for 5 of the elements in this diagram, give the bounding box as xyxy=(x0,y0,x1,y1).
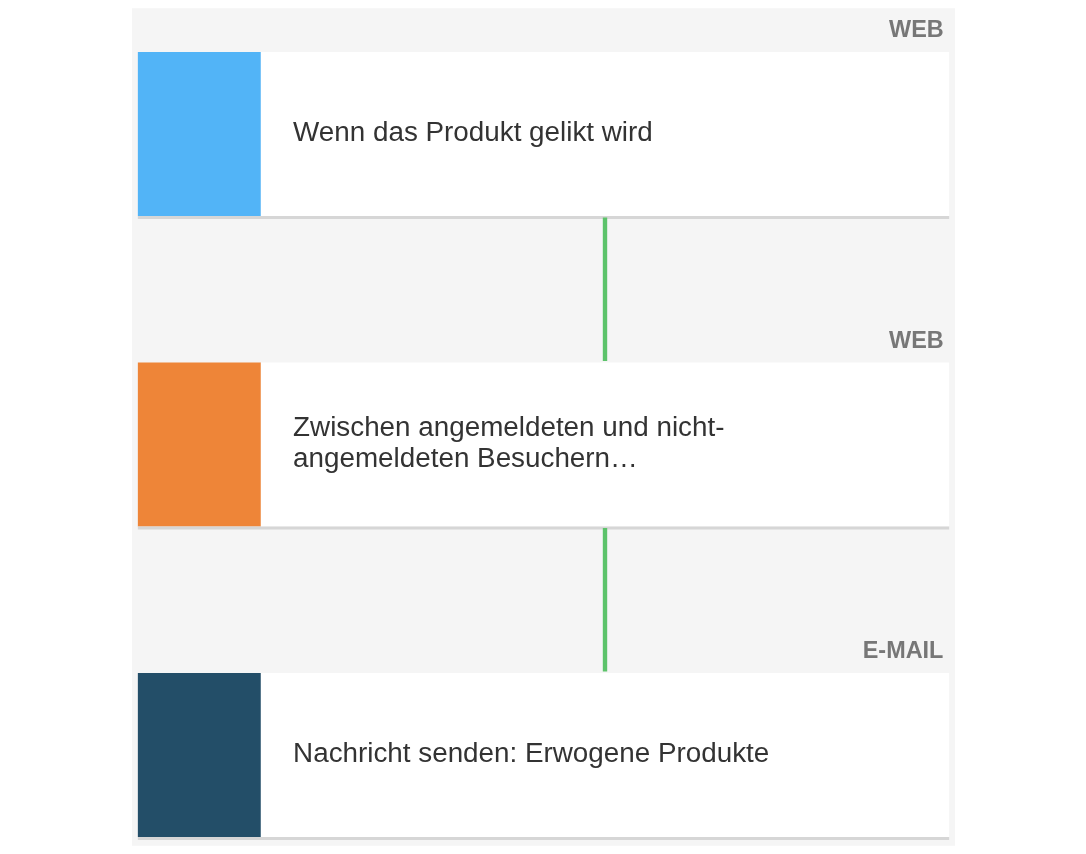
connector xyxy=(602,217,607,362)
node-label: WEB xyxy=(888,16,944,43)
connector xyxy=(602,528,607,672)
node-label: WEB xyxy=(888,326,944,353)
node-label: E-MAIL xyxy=(862,637,943,664)
